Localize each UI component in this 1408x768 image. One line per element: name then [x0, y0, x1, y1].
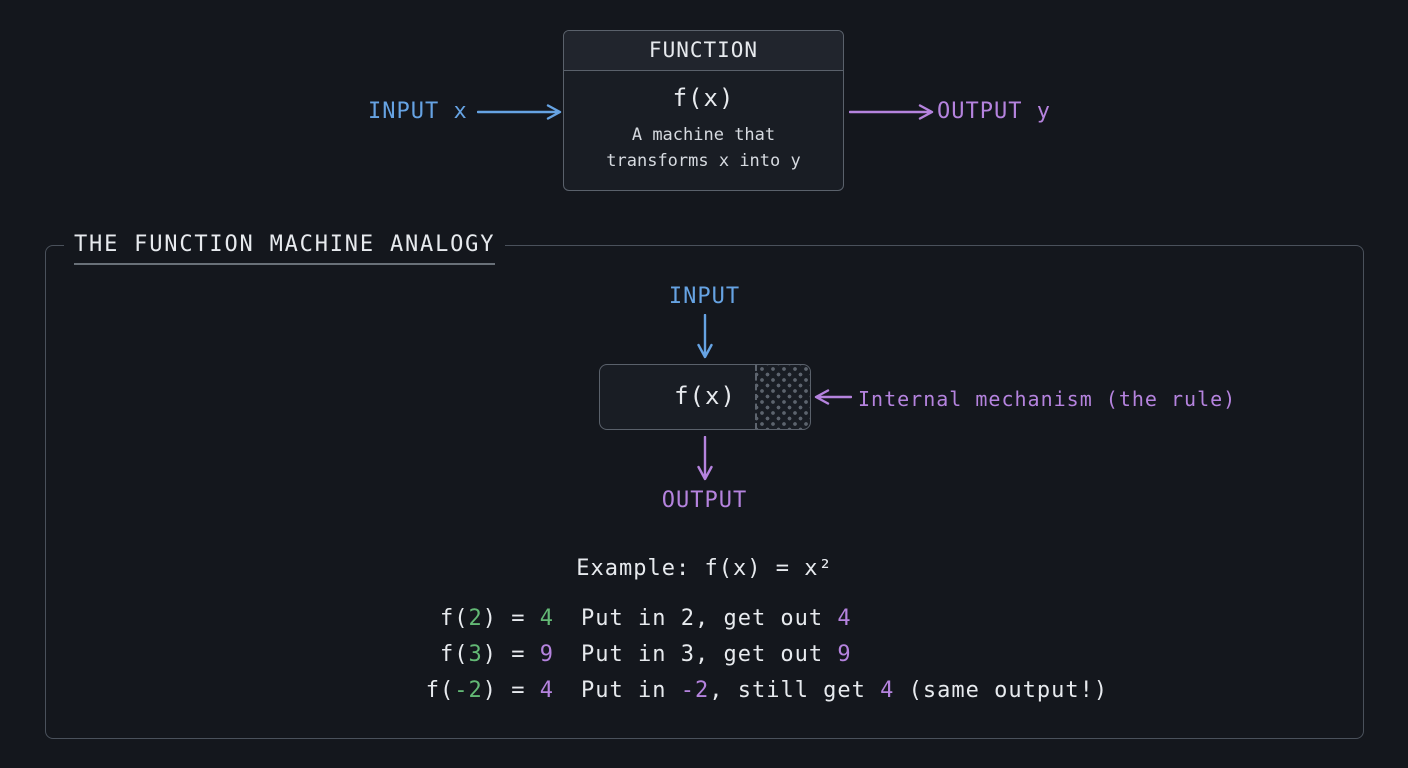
examples-list: f(2) = 4 Put in 2, get out 4 f(3) = 9 Pu…	[46, 601, 1363, 709]
panel-title: THE FUNCTION MACHINE ANALOGY	[64, 230, 506, 265]
function-box-header: FUNCTION	[564, 31, 843, 71]
machine-formula: f(x)	[674, 382, 736, 410]
function-description-line2: transforms x into y	[606, 151, 801, 171]
panel-title-text: THE FUNCTION MACHINE ANALOGY	[74, 230, 496, 265]
output-y-label: OUTPUT y	[937, 99, 1051, 124]
example-equation: f(-2) = 4	[425, 678, 554, 703]
function-box: FUNCTION f(x) A machine that transforms …	[563, 30, 844, 191]
mechanism-left-arrow-icon	[814, 389, 852, 405]
panel-input-label: INPUT	[668, 284, 741, 309]
mechanism-note: Internal mechanism (the rule)	[858, 387, 1237, 411]
function-description-line1: A machine that	[631, 125, 776, 145]
example-row: f(2) = 4 Put in 2, get out 4	[46, 601, 1363, 637]
analogy-panel: THE FUNCTION MACHINE ANALOGY INPUT f(x) …	[45, 230, 1364, 739]
machine-mechanism-dots	[755, 365, 810, 429]
input-arrow-icon	[477, 104, 563, 120]
input-x-label: INPUT x	[368, 99, 468, 124]
example-explanation: Put in -2, still get 4 (same output!)	[581, 678, 1109, 703]
example-equation: f(2) = 4	[440, 606, 554, 631]
example-heading: Example: f(x) = x²	[576, 556, 833, 581]
output-down-arrow-icon	[46, 436, 1363, 482]
example-row: f(3) = 9 Put in 3, get out 9	[46, 637, 1363, 673]
example-explanation: Put in 2, get out 4	[581, 606, 852, 631]
output-arrow-icon	[849, 104, 935, 120]
example-equation: f(3) = 9	[440, 642, 554, 667]
example-row: f(-2) = 4 Put in -2, still get 4 (same o…	[46, 673, 1363, 709]
function-description: A machine that transforms x into y	[564, 122, 843, 174]
input-down-arrow-icon	[46, 314, 1363, 360]
function-formula: f(x)	[672, 84, 735, 112]
panel-output-label: OUTPUT	[661, 488, 748, 513]
example-explanation: Put in 3, get out 9	[581, 642, 852, 667]
machine-box: f(x)	[599, 364, 811, 430]
